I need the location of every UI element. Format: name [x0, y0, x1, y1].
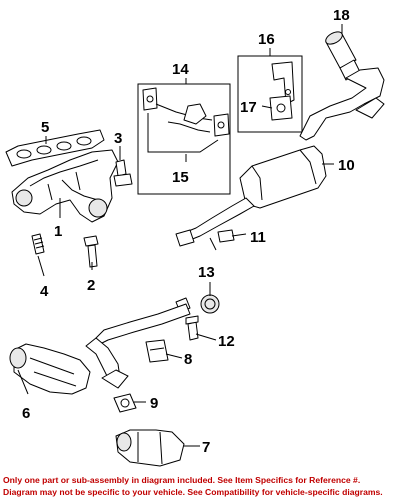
callout-5: 5 [41, 119, 49, 136]
disclaimer-line-2: Diagram may not be specific to your vehi… [3, 487, 383, 497]
pipe-gasket-ring [200, 294, 220, 314]
callout-3: 3 [114, 130, 122, 147]
callout-12: 12 [218, 333, 235, 350]
callout-13: 13 [198, 264, 215, 281]
exhaust-system-diagram: 1 2 3 4 5 6 7 8 9 10 11 12 13 14 15 16 1… [5, 7, 385, 467]
callout-6: 6 [22, 405, 30, 422]
callout-4: 4 [40, 283, 49, 300]
callout-14: 14 [172, 61, 189, 78]
callout-7: 7 [202, 439, 210, 456]
callout-2: 2 [87, 277, 95, 294]
exhaust-hanger [145, 339, 169, 363]
manifold-bolt [83, 235, 99, 268]
callout-16: 16 [258, 31, 275, 48]
disclaimer-line-1: Only one part or sub-assembly in diagram… [3, 475, 361, 485]
callout-10: 10 [338, 157, 355, 174]
callout-18: 18 [333, 7, 350, 24]
callout-11: 11 [250, 229, 266, 246]
callout-labels: 1 2 3 4 5 6 7 8 9 10 11 12 13 14 15 16 1… [22, 7, 355, 456]
manifold-gasket [5, 129, 105, 167]
callout-15: 15 [172, 169, 189, 186]
flange-gasket [113, 393, 137, 413]
pipe-clamp [209, 229, 235, 251]
insulator-box [237, 55, 303, 133]
manifold-stud [31, 233, 45, 255]
sensor-bolt [113, 159, 133, 187]
rear-converter [115, 429, 185, 467]
disclaimer-footer: Only one part or sub-assembly in diagram… [0, 474, 403, 500]
muffler-and-pipe [175, 67, 385, 247]
leader-lines [17, 24, 343, 447]
tailpipe-tip [325, 31, 361, 81]
catalytic-converter-pipe [9, 297, 191, 395]
exhaust-manifold [11, 149, 119, 223]
callout-17: 17 [240, 99, 257, 116]
callout-1: 1 [54, 223, 62, 240]
callout-9: 9 [150, 395, 158, 412]
callout-8: 8 [184, 351, 192, 368]
hanger-bracket-box [137, 83, 231, 195]
oxygen-sensor [185, 315, 199, 341]
